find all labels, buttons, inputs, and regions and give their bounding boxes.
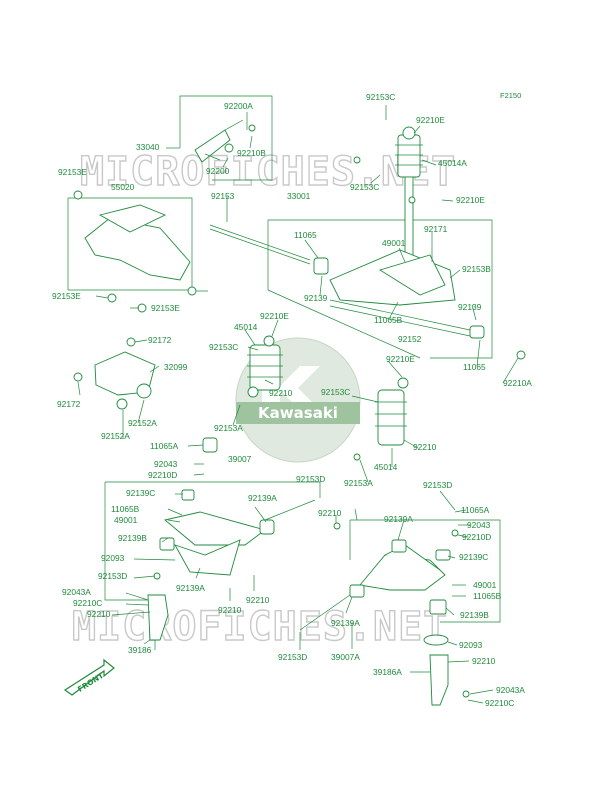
part-label: 92139	[304, 293, 328, 303]
part-label: 33040	[136, 142, 160, 152]
part-label: 92210	[269, 388, 293, 398]
part-label: 92153D	[423, 480, 452, 490]
part-label: 92172	[57, 399, 81, 409]
part-label: 92210D	[462, 532, 491, 542]
part-label: 92153D	[296, 474, 325, 484]
part-label: 45014	[234, 322, 258, 332]
part-label: 32099	[164, 362, 188, 372]
part-label: 92093	[459, 640, 483, 650]
part-label: 45014	[374, 462, 398, 472]
part-label: 92210D	[148, 470, 177, 480]
part-label: 92043	[154, 459, 178, 469]
part-label: 39186	[128, 645, 152, 655]
part-label: 92172	[148, 335, 172, 345]
part-label: 92210	[318, 508, 342, 518]
part-label: 92210	[472, 656, 496, 666]
part-label: 92210B	[237, 148, 266, 158]
part-label: 92171	[424, 224, 448, 234]
part-label: 39186A	[373, 667, 402, 677]
part-label: 92210A	[503, 378, 532, 388]
part-label: 92153E	[151, 303, 180, 313]
part-label: 92210C	[73, 598, 102, 608]
part-label: 92139B	[118, 533, 147, 543]
part-label: 92043A	[496, 685, 525, 695]
part-label: 11065B	[374, 315, 403, 325]
part-label: 92152	[398, 334, 422, 344]
watermark-bottom: MICROFICHES.NET	[72, 604, 448, 650]
part-label: 92210E	[386, 354, 415, 364]
part-label: 33001	[287, 191, 311, 201]
figure-reference: F2150	[500, 91, 521, 100]
part-label: 11065A	[150, 441, 179, 451]
part-label: 92043A	[62, 587, 91, 597]
brand-text: Kawasaki	[258, 404, 338, 422]
part-label: 92139A	[331, 618, 360, 628]
part-label: 92139	[458, 302, 482, 312]
part-label: 45014A	[438, 158, 467, 168]
part-label: 92210E	[260, 311, 289, 321]
part-label: 92200A	[224, 101, 253, 111]
part-label: 92210E	[456, 195, 485, 205]
part-labels: 92153C 92210E 45014A 92153C 92210E 92200…	[52, 92, 532, 708]
part-label: 92153E	[52, 291, 81, 301]
part-label: 92210	[246, 595, 270, 605]
part-label: 11065A	[461, 505, 490, 515]
part-label: 92153C	[350, 182, 379, 192]
part-label: 92153E	[58, 167, 87, 177]
part-label: 92210E	[416, 115, 445, 125]
part-label: 92153D	[98, 571, 127, 581]
part-label: 92153C	[321, 387, 350, 397]
part-label: 92139C	[459, 552, 488, 562]
part-label: 92153C	[209, 342, 238, 352]
part-label: 39007A	[331, 652, 360, 662]
part-drawings	[73, 119, 526, 706]
part-label: 92153A	[344, 478, 373, 488]
watermark-top: MICROFICHES.NET	[80, 149, 456, 195]
part-label: 55020	[111, 182, 135, 192]
part-label: 92043	[467, 520, 491, 530]
part-label: 39007	[228, 454, 252, 464]
part-label: 92210C	[485, 698, 514, 708]
part-label: 11065B	[473, 591, 502, 601]
part-label: 92152A	[128, 418, 157, 428]
part-label: 92093	[101, 553, 125, 563]
part-label: 92139A	[248, 493, 277, 503]
part-label: 11065B	[111, 504, 140, 514]
part-label: 92153	[211, 191, 235, 201]
part-label: 92139C	[126, 488, 155, 498]
part-label: 92210	[87, 609, 111, 619]
front-arrow: FRONT	[63, 658, 115, 696]
part-label: 11065	[294, 230, 317, 240]
part-label: 92139A	[384, 514, 413, 524]
part-label: 49001	[473, 580, 497, 590]
group-box-lines	[67, 95, 501, 623]
part-label: 49001	[382, 238, 406, 248]
leader-lines	[77, 105, 519, 704]
part-label: 92153A	[214, 423, 243, 433]
part-label: 92152A	[101, 431, 130, 441]
part-label: 92153B	[462, 264, 491, 274]
part-label: 92153C	[366, 92, 395, 102]
part-label: 92153D	[278, 652, 307, 662]
part-label: 92210	[218, 605, 242, 615]
part-label: 92139A	[176, 583, 205, 593]
part-label: 49001	[114, 515, 138, 525]
part-label: 92210	[413, 442, 437, 452]
part-label: 92139B	[460, 610, 489, 620]
part-label: 11065	[463, 362, 486, 372]
part-label: 92200	[206, 166, 230, 176]
